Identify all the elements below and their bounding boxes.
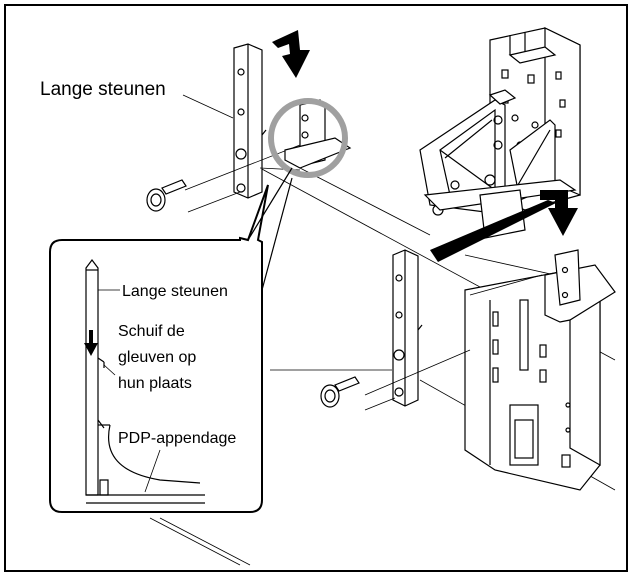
detail-callout	[49, 167, 293, 513]
pdp-plate-upper	[259, 99, 352, 171]
arrow-down-small-icon	[84, 330, 98, 356]
label-lange-steunen-main: Lange steunen	[40, 79, 166, 100]
detail-bracket	[85, 259, 205, 504]
leader-slide-slots	[103, 364, 116, 376]
long-bracket-lower	[270, 249, 471, 411]
label-schuif-line1: Schuif de	[118, 323, 185, 340]
highlight-circle	[268, 98, 348, 178]
arrow-right-icon	[430, 190, 578, 262]
label-lange-steunen-detail: Lange steunen	[122, 283, 228, 300]
label-schuif-line2: gleuven op	[118, 349, 196, 366]
stand-frame	[419, 27, 581, 239]
screw-upper-icon	[146, 179, 187, 212]
long-bracket-upper	[184, 43, 301, 213]
label-pdp-appendage: PDP-appendage	[118, 430, 236, 447]
stand-base	[464, 249, 616, 491]
screw-lower-icon	[320, 376, 360, 408]
leader-pdp-appendage	[144, 449, 161, 493]
arrow-down-icon	[272, 30, 310, 78]
leader-main-label	[182, 94, 234, 119]
label-schuif-line3: hun plaats	[118, 375, 192, 392]
